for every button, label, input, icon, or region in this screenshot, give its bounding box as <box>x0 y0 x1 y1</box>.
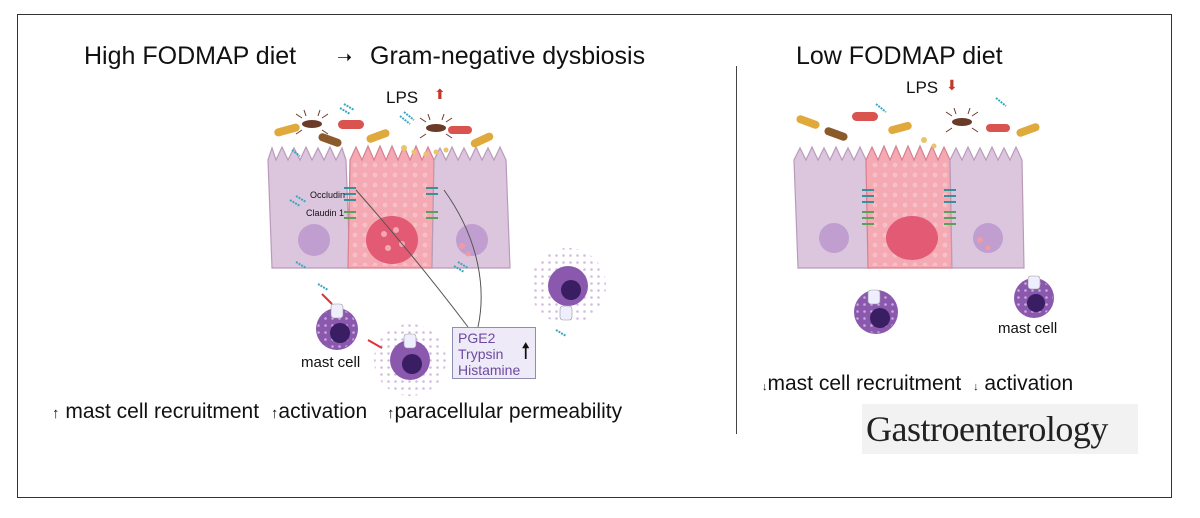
up-arrow-icon: ⬆ <box>434 86 446 102</box>
title-low-fodmap: Low FODMAP diet <box>796 42 1003 70</box>
down-arrow-icon: ⬇ <box>946 77 958 93</box>
effect-row-left: ↑ mast cell recruitment ↑activation ↑par… <box>52 400 622 424</box>
up-arrow-icon: ↑ <box>270 405 279 422</box>
title-dysbiosis: Gram-negative dysbiosis <box>370 42 646 70</box>
up-arrow-icon: ↑ <box>52 405 60 422</box>
mediator-trypsin: Trypsin <box>458 346 504 362</box>
mediator-histamine: Histamine <box>458 362 521 378</box>
effect-activation: activation <box>278 400 368 423</box>
claudin-label: Claudin 1 <box>306 208 345 218</box>
increase-arrow-icon: 🠕 <box>521 338 531 363</box>
bacteria-right <box>796 97 1040 149</box>
mediators-box: PGE2 Trypsin Histamine 🠕 <box>452 327 536 379</box>
down-arrow-icon: ↓ <box>973 381 979 393</box>
mast-cell-left-3 <box>530 248 606 337</box>
lps-label-left: LPS <box>386 88 419 107</box>
bacteria-left <box>274 103 494 291</box>
effect-activation-right: activation <box>984 372 1074 395</box>
journal-logo: Gastroenterology <box>862 404 1138 454</box>
effect-row-right: ↓mast cell recruitment ↓ activation <box>762 372 1073 396</box>
mast-cell-left-1 <box>316 293 358 350</box>
tight-junction-left <box>344 187 356 201</box>
panel-divider <box>736 66 737 434</box>
cell-nucleus <box>298 224 330 256</box>
mast-cell-label-right: mast cell <box>998 320 1058 337</box>
lps-label-right: LPS <box>906 78 939 97</box>
tight-junction-right <box>426 187 438 195</box>
mediator-pge2: PGE2 <box>458 330 496 346</box>
effect-recruitment: mast cell recruitment <box>65 400 260 423</box>
epithelial-cell-right <box>431 145 511 269</box>
title-high-fodmap: High FODMAP diet <box>84 42 297 70</box>
figure-frame <box>17 14 1172 498</box>
effect-recruitment-right: mast cell recruitment <box>767 372 962 395</box>
mast-cell-left-2 <box>367 324 446 396</box>
down-arrow-icon: ↓ <box>762 381 768 393</box>
occludin-label: Occludin <box>310 190 346 200</box>
epithelium-left <box>267 144 511 328</box>
journal-name: Gastroenterology <box>866 409 1108 449</box>
epithelium-right <box>793 144 1025 269</box>
cell-nucleus-center <box>366 216 418 264</box>
mast-cell-right-1 <box>854 289 898 334</box>
mast-cell-right-2 <box>1014 275 1054 318</box>
arrow-icon: ➝ <box>337 47 353 67</box>
mast-cell-label-left: mast cell <box>301 354 361 371</box>
up-arrow-icon: ↑ <box>386 405 395 422</box>
effect-permeability: paracellular permeability <box>394 400 623 423</box>
